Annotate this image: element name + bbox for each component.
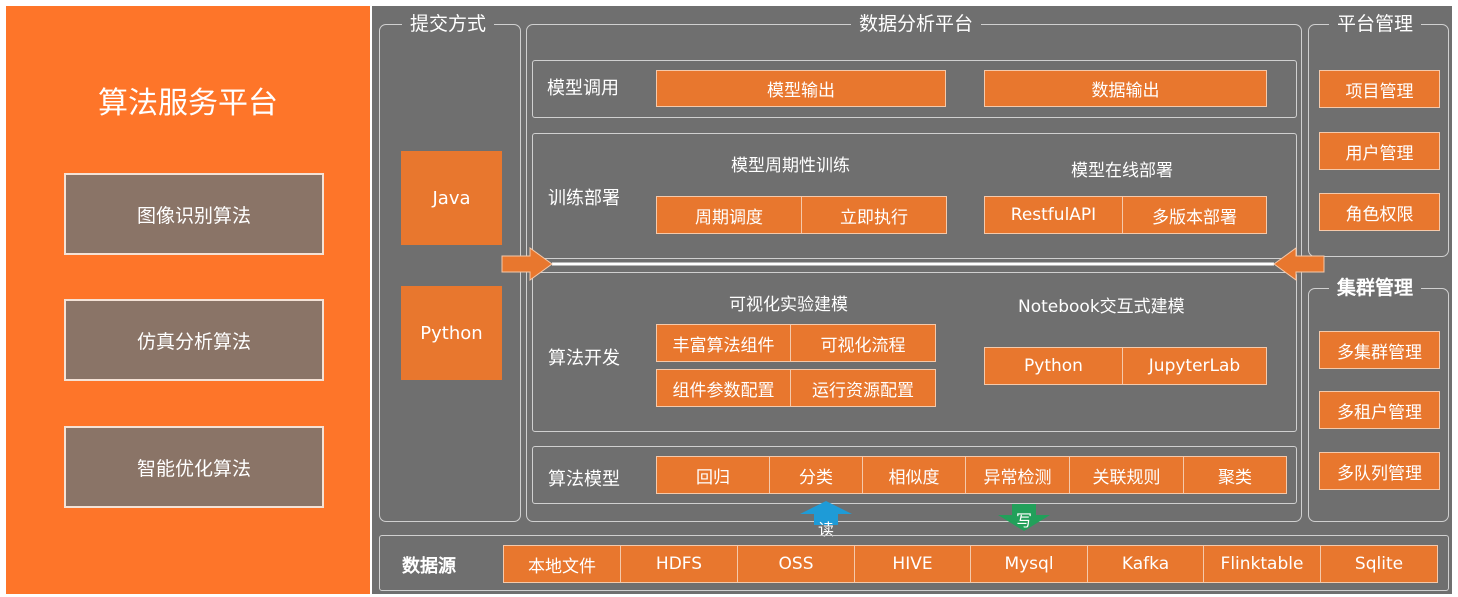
submit-python-button[interactable]: Python (401, 286, 502, 380)
ds-hive[interactable]: HIVE (854, 545, 971, 583)
notebook-python-button[interactable]: Python (984, 347, 1123, 385)
model-classification-button[interactable]: 分类 (769, 456, 863, 494)
model-association-button[interactable]: 关联规则 (1069, 456, 1184, 494)
ds-oss[interactable]: OSS (737, 545, 855, 583)
model-output-button[interactable]: 模型输出 (656, 70, 946, 107)
notebook-modeling-title: Notebook交互式建模 (1018, 297, 1185, 317)
visual-modeling-title: 可视化实验建模 (729, 295, 848, 315)
platform-mgmt-title: 平台管理 (1329, 12, 1422, 36)
resource-config-button[interactable]: 运行资源配置 (790, 369, 936, 407)
algorithm-dev-label: 算法开发 (548, 348, 620, 369)
ds-mysql[interactable]: Mysql (970, 545, 1088, 583)
multi-tenant-button[interactable]: 多租户管理 (1319, 391, 1440, 429)
periodic-training-title: 模型周期性训练 (731, 156, 850, 176)
visual-flow-button[interactable]: 可视化流程 (790, 324, 936, 362)
online-deploy-title: 模型在线部署 (1071, 161, 1173, 181)
multi-version-deploy-button[interactable]: 多版本部署 (1122, 196, 1267, 234)
periodic-schedule-button[interactable]: 周期调度 (656, 196, 802, 234)
algorithm-components-button[interactable]: 丰富算法组件 (656, 324, 791, 362)
submit-method-group: 提交方式 (379, 12, 521, 522)
model-call-section (532, 60, 1297, 118)
training-section (532, 133, 1297, 259)
datasource-section (379, 535, 1449, 591)
component-params-button[interactable]: 组件参数配置 (656, 369, 791, 407)
ds-sqlite[interactable]: Sqlite (1320, 545, 1438, 583)
ds-kafka[interactable]: Kafka (1087, 545, 1204, 583)
model-anomaly-button[interactable]: 异常检测 (965, 456, 1070, 494)
training-label: 训练部署 (548, 188, 620, 209)
run-now-button[interactable]: 立即执行 (801, 196, 947, 234)
write-label: 写 (1016, 511, 1033, 530)
platform-title: 算法服务平台 (98, 86, 278, 121)
write-arrow-icon (998, 504, 1050, 531)
submit-method-title: 提交方式 (402, 12, 495, 36)
read-arrow-icon (800, 501, 852, 525)
algorithm-intelligent-optimization[interactable]: 智能优化算法 (64, 426, 324, 508)
algorithm-image-recognition[interactable]: 图像识别算法 (64, 173, 324, 255)
algorithm-platform-panel: 算法服务平台 图像识别算法 仿真分析算法 智能优化算法 (6, 6, 370, 594)
model-similarity-button[interactable]: 相似度 (862, 456, 966, 494)
jupyterlab-button[interactable]: JupyterLab (1122, 347, 1267, 385)
ds-flinktable[interactable]: Flinktable (1203, 545, 1321, 583)
ds-hdfs[interactable]: HDFS (620, 545, 738, 583)
algorithm-models-label: 算法模型 (548, 469, 620, 490)
algorithm-dev-section (532, 272, 1297, 432)
model-clustering-button[interactable]: 聚类 (1183, 456, 1287, 494)
ds-local-file[interactable]: 本地文件 (503, 545, 621, 583)
management-arrow-icon (1273, 247, 1325, 281)
data-output-button[interactable]: 数据输出 (984, 70, 1267, 107)
submit-arrow-icon (501, 247, 553, 281)
model-regression-button[interactable]: 回归 (656, 456, 770, 494)
multi-cluster-button[interactable]: 多集群管理 (1319, 331, 1440, 369)
user-mgmt-button[interactable]: 用户管理 (1319, 132, 1440, 170)
restful-api-button[interactable]: RestfulAPI (984, 196, 1123, 234)
data-analysis-title: 数据分析平台 (851, 12, 982, 36)
project-mgmt-button[interactable]: 项目管理 (1319, 70, 1440, 108)
connector-arrows (501, 247, 1325, 531)
datasource-label: 数据源 (402, 556, 456, 577)
multi-queue-button[interactable]: 多队列管理 (1319, 452, 1440, 490)
data-analysis-group: 数据分析平台 (526, 12, 1302, 522)
algorithm-models-section (532, 446, 1297, 504)
algorithm-simulation-analysis[interactable]: 仿真分析算法 (64, 299, 324, 381)
platform-mgmt-group: 平台管理 (1308, 12, 1449, 257)
cluster-mgmt-title: 集群管理 (1329, 276, 1422, 300)
model-call-label: 模型调用 (547, 78, 619, 99)
submit-java-button[interactable]: Java (401, 151, 502, 245)
role-permission-button[interactable]: 角色权限 (1319, 193, 1440, 231)
read-label: 读 (818, 520, 835, 539)
cluster-mgmt-group: 集群管理 (1308, 276, 1449, 522)
